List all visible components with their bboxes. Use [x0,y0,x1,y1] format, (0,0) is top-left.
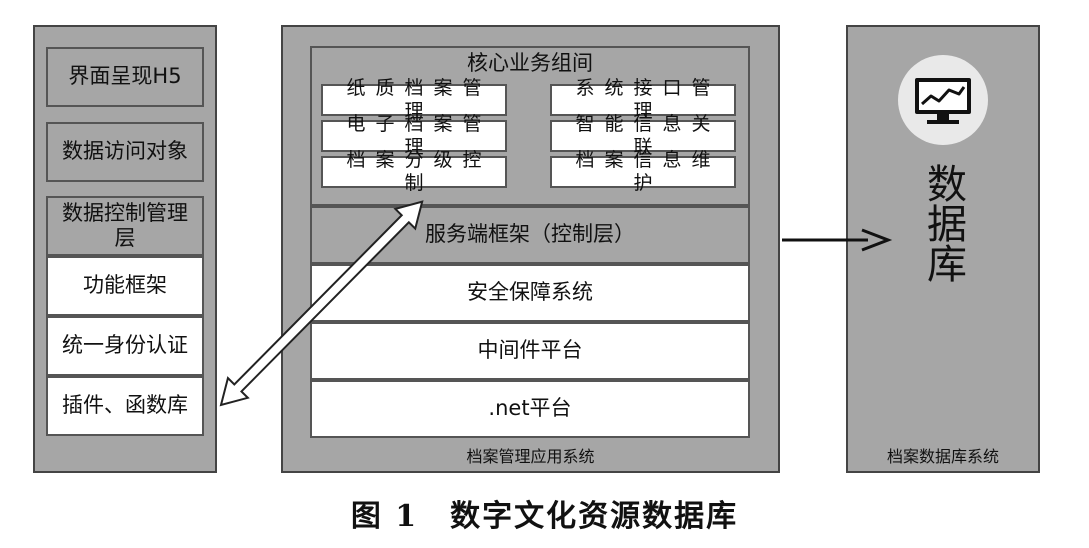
control-item-plugins: 插件、函数库 [46,376,204,436]
server-framework-layer: 服务端框架（控制层） [310,206,750,264]
security-system-layer: 安全保障系统 [310,264,750,322]
control-layer-title: 数据控制管理层 [46,196,204,256]
control-item-auth: 统一身份认证 [46,316,204,376]
center-panel-caption: 档案管理应用系统 [466,447,595,466]
core-item-smart-association: 智能信息关联 [550,113,736,158]
control-item-framework: 功能框架 [46,256,204,316]
dotnet-platform-layer: .net平台 [310,380,750,438]
core-item-paper-archives: 纸质档案管理 [321,77,507,122]
core-item-electronic-archives: 电子档案管理 [321,113,507,158]
core-item-info-maintenance: 档案信息维护 [550,149,736,194]
core-business-title: 核心业务组间 [467,51,593,76]
left-box-h5: 界面呈现H5 [46,47,204,107]
core-item-archive-grading: 档案分级控制 [321,149,507,194]
database-title: 数据库 [920,162,966,283]
right-panel-caption: 档案数据库系统 [886,447,999,466]
monitor-chart-icon [897,54,989,146]
figure-caption: 图 1 数字文化资源数据库 [350,499,739,534]
middleware-layer: 中间件平台 [310,322,750,380]
left-box-dao: 数据访问对象 [46,122,204,182]
core-item-interface-mgmt: 系统接口管理 [550,77,736,122]
